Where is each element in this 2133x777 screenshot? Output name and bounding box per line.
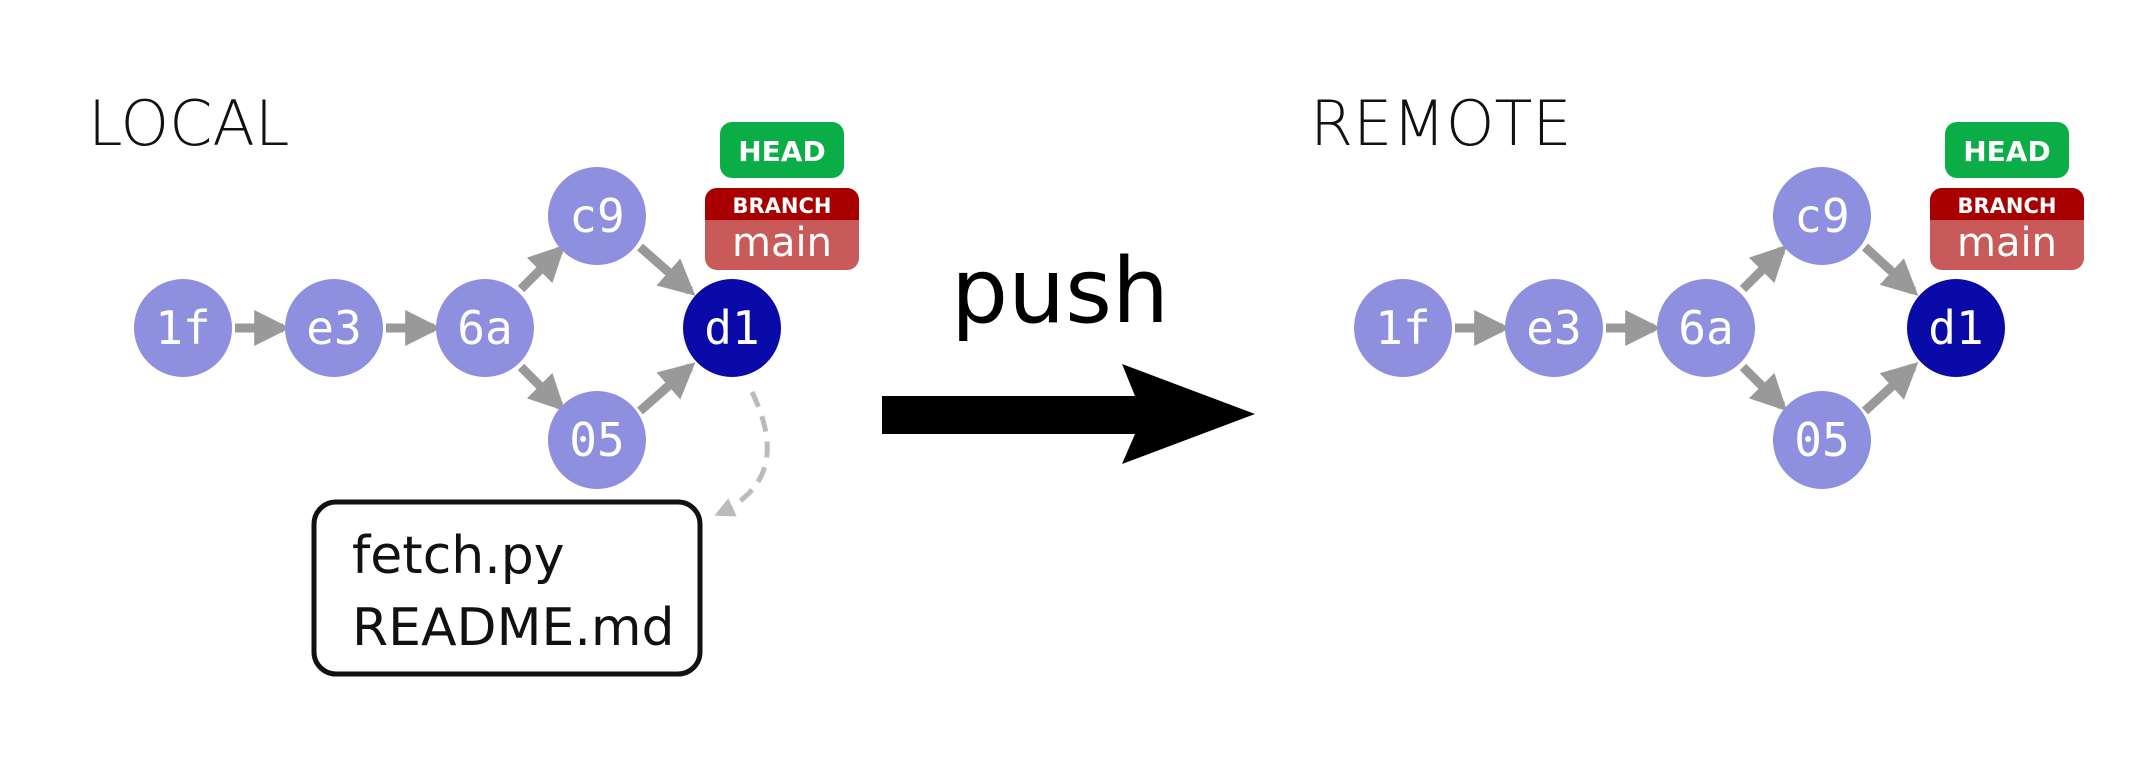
push-action: push bbox=[882, 239, 1255, 464]
commit-label: d1 bbox=[704, 301, 759, 355]
local-commit-05: 05 bbox=[548, 391, 646, 489]
local-edge-05-d1 bbox=[637, 362, 696, 415]
local-file-link bbox=[714, 390, 770, 517]
commit-label: 6a bbox=[1678, 301, 1733, 355]
local-commit-c9: c9 bbox=[548, 167, 646, 265]
commit-label: 05 bbox=[569, 413, 624, 467]
commit-label: 1f bbox=[155, 301, 210, 355]
remote-commit-e3: e3 bbox=[1505, 279, 1603, 377]
local-commit-6a: 6a bbox=[436, 279, 534, 377]
local-file-box: fetch.py README.md bbox=[311, 499, 703, 677]
commit-label: c9 bbox=[569, 189, 624, 243]
local-panel: LOCAL 1f e3 6a c9 bbox=[88, 87, 859, 677]
push-label: push bbox=[951, 239, 1169, 344]
commit-label: e3 bbox=[306, 301, 361, 355]
local-edge-c9-d1 bbox=[637, 243, 696, 296]
remote-branch-badge: BRANCH main bbox=[1930, 188, 2084, 270]
file-item: README.md bbox=[352, 598, 675, 658]
remote-commit-6a: 6a bbox=[1657, 279, 1755, 377]
local-edge-6a-c9 bbox=[517, 244, 566, 293]
branch-name: main bbox=[1957, 220, 2057, 266]
commit-label: 6a bbox=[457, 301, 512, 355]
remote-edges bbox=[1455, 243, 1919, 415]
remote-commit-c9: c9 bbox=[1773, 167, 1871, 265]
remote-edge-c9-d1 bbox=[1861, 243, 1919, 296]
local-title: LOCAL bbox=[88, 87, 289, 160]
local-commit-d1: d1 bbox=[683, 279, 781, 377]
branch-name: main bbox=[732, 220, 832, 266]
commit-label: 1f bbox=[1375, 301, 1430, 355]
local-edge-6a-05 bbox=[517, 363, 566, 412]
file-item: fetch.py bbox=[352, 526, 565, 586]
remote-title: REMOTE bbox=[1310, 87, 1572, 160]
remote-commit-1f: 1f bbox=[1354, 279, 1452, 377]
commit-label: 05 bbox=[1794, 413, 1849, 467]
commit-label: e3 bbox=[1526, 301, 1581, 355]
head-label: HEAD bbox=[738, 135, 825, 168]
commit-label: d1 bbox=[1928, 301, 1983, 355]
remote-commit-05: 05 bbox=[1773, 391, 1871, 489]
branch-header: BRANCH bbox=[733, 194, 832, 218]
remote-panel: REMOTE 1f e3 6a c9 05 bbox=[1310, 87, 2084, 489]
commit-label: c9 bbox=[1794, 189, 1849, 243]
remote-commit-d1: d1 bbox=[1907, 279, 2005, 377]
remote-edge-6a-c9 bbox=[1739, 244, 1788, 293]
head-label: HEAD bbox=[1963, 135, 2050, 168]
local-edges bbox=[235, 243, 696, 415]
local-head-badge: HEAD bbox=[720, 122, 844, 178]
remote-head-badge: HEAD bbox=[1945, 122, 2069, 178]
push-arrow bbox=[882, 364, 1255, 464]
remote-edge-05-d1 bbox=[1861, 362, 1919, 415]
local-branch-badge: BRANCH main bbox=[705, 188, 859, 270]
branch-header: BRANCH bbox=[1958, 194, 2057, 218]
remote-edge-6a-05 bbox=[1739, 363, 1788, 412]
local-commit-1f: 1f bbox=[134, 279, 232, 377]
local-commit-e3: e3 bbox=[285, 279, 383, 377]
